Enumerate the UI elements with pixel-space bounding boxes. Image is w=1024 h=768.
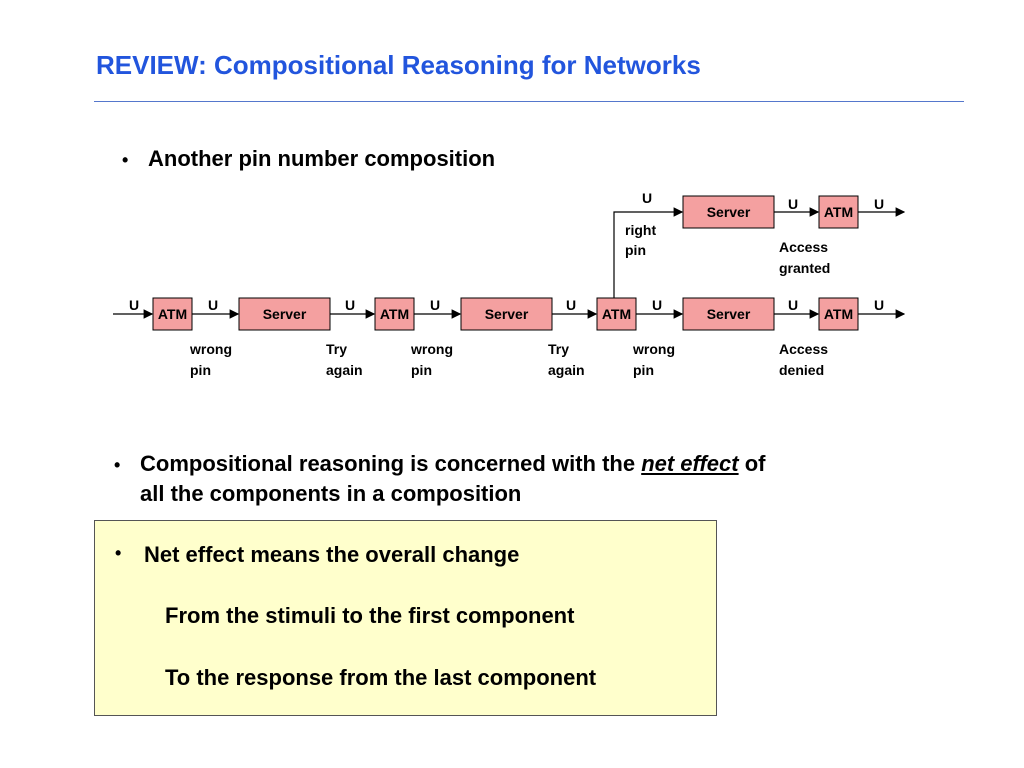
note-access-granted-line1: Access	[779, 239, 828, 255]
branch-atm-box: ATM	[818, 195, 859, 229]
callout-line-2: To the response from the last component	[165, 665, 597, 690]
note-try-again-1-line1: Try	[326, 341, 347, 357]
bullet-1-text: Another pin number composition	[148, 146, 496, 171]
note-wrong-pin-3-line1: wrong	[632, 341, 675, 357]
atm-box-4: ATM	[818, 297, 859, 331]
server-box-3: Server	[682, 297, 775, 331]
signal-label: U	[566, 297, 576, 313]
callout-bullet-dot: •	[115, 543, 122, 563]
bullet-2-line-1: Compositional reasoning is concerned wit…	[140, 449, 765, 479]
atm-box-2: ATM	[374, 297, 415, 331]
callout-bullet-text: Net effect means the overall change	[144, 542, 520, 567]
slide-title: REVIEW: Compositional Reasoning for Netw…	[96, 50, 701, 80]
signal-label: U	[345, 297, 355, 313]
note-try-again-1-line2: again	[326, 362, 363, 378]
bullet-2-text-after: of	[738, 451, 766, 476]
server-box-3-label: Server	[707, 306, 751, 322]
note-access-denied-line1: Access	[779, 341, 828, 357]
server-box-1: Server	[238, 297, 331, 331]
bullet-2-dot: •	[114, 455, 121, 475]
note-try-again-2-line1: Try	[548, 341, 569, 357]
atm-box-3-label: ATM	[602, 306, 631, 322]
branch-arrow-right-pin	[613, 207, 684, 298]
callout-line-1: From the stimuli to the first component	[165, 603, 575, 628]
signal-label: U	[208, 297, 218, 313]
signal-label: U	[642, 190, 652, 206]
title-divider	[94, 101, 964, 102]
note-wrong-pin-2-line1: wrong	[410, 341, 453, 357]
note-right-pin-line1: right	[625, 222, 656, 238]
atm-box-4-label: ATM	[824, 306, 853, 322]
bullet-2-text-before: Compositional reasoning is concerned wit…	[140, 451, 642, 476]
note-wrong-pin-3-line2: pin	[633, 362, 654, 378]
note-access-granted-line2: granted	[779, 260, 830, 276]
branch-atm-box-label: ATM	[824, 204, 853, 220]
pin-composition-diagram: ATM Server ATM Server ATM Server ATM Ser…	[113, 190, 906, 378]
signal-label: U	[874, 196, 884, 212]
note-right-pin-line2: pin	[625, 242, 646, 258]
note-wrong-pin-1-line2: pin	[190, 362, 211, 378]
bullet-1-dot: •	[122, 150, 129, 170]
atm-box-1: ATM	[152, 297, 193, 331]
net-effect-emphasis: net effect	[641, 451, 739, 476]
server-box-2: Server	[460, 297, 553, 331]
note-wrong-pin-2-line2: pin	[411, 362, 432, 378]
signal-label: U	[788, 196, 798, 212]
server-box-1-label: Server	[263, 306, 307, 322]
atm-box-2-label: ATM	[380, 306, 409, 322]
signal-label: U	[874, 297, 884, 313]
server-box-2-label: Server	[485, 306, 529, 322]
note-wrong-pin-1-line1: wrong	[189, 341, 232, 357]
signal-label: U	[129, 297, 139, 313]
note-try-again-2-line2: again	[548, 362, 585, 378]
signal-label: U	[430, 297, 440, 313]
note-access-denied-line2: denied	[779, 362, 824, 378]
branch-server-box: Server	[682, 195, 775, 229]
bullet-2-line-2: all the components in a composition	[140, 481, 522, 506]
branch-server-box-label: Server	[707, 204, 751, 220]
atm-box-3: ATM	[596, 297, 637, 331]
atm-box-1-label: ATM	[158, 306, 187, 322]
net-effect-callout-box: • Net effect means the overall change Fr…	[94, 520, 717, 716]
signal-label: U	[652, 297, 662, 313]
signal-label: U	[788, 297, 798, 313]
